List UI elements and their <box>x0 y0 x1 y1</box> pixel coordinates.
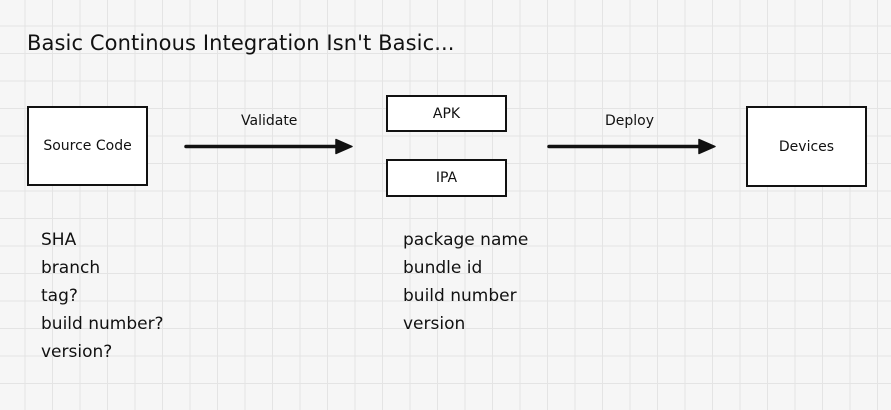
apk-node: APK <box>386 95 507 132</box>
artifact-attribute-package-name: package name <box>403 230 529 250</box>
source-attributes-list: SHA branch tag? build number? version? <box>41 226 164 366</box>
ipa-label: IPA <box>435 170 458 186</box>
validate-arrow <box>184 138 353 155</box>
artifact-attribute-version: version <box>403 314 466 334</box>
diagram-title: Basic Continous Integration Isn't Basic.… <box>27 31 455 55</box>
artifact-attributes-list: package name bundle id build number vers… <box>403 226 528 338</box>
source-attribute-sha: SHA <box>41 230 77 250</box>
source-attribute-branch: branch <box>41 258 101 278</box>
source-code-label: Source Code <box>43 138 132 154</box>
source-attribute-tag: tag? <box>41 286 78 306</box>
artifact-attribute-bundle-id: bundle id <box>403 258 483 278</box>
ipa-node: IPA <box>386 159 507 197</box>
devices-label: Devices <box>778 138 835 155</box>
apk-label: APK <box>432 105 461 122</box>
validate-label: Validate <box>241 113 298 129</box>
devices-node: Devices <box>746 106 867 187</box>
source-code-node: Source Code <box>27 106 148 186</box>
deploy-label: Deploy <box>605 113 655 129</box>
deploy-arrow <box>547 138 716 155</box>
source-attribute-build-number: build number? <box>41 314 164 334</box>
source-attribute-version: version? <box>41 342 113 362</box>
artifact-attribute-build-number: build number <box>403 286 517 306</box>
